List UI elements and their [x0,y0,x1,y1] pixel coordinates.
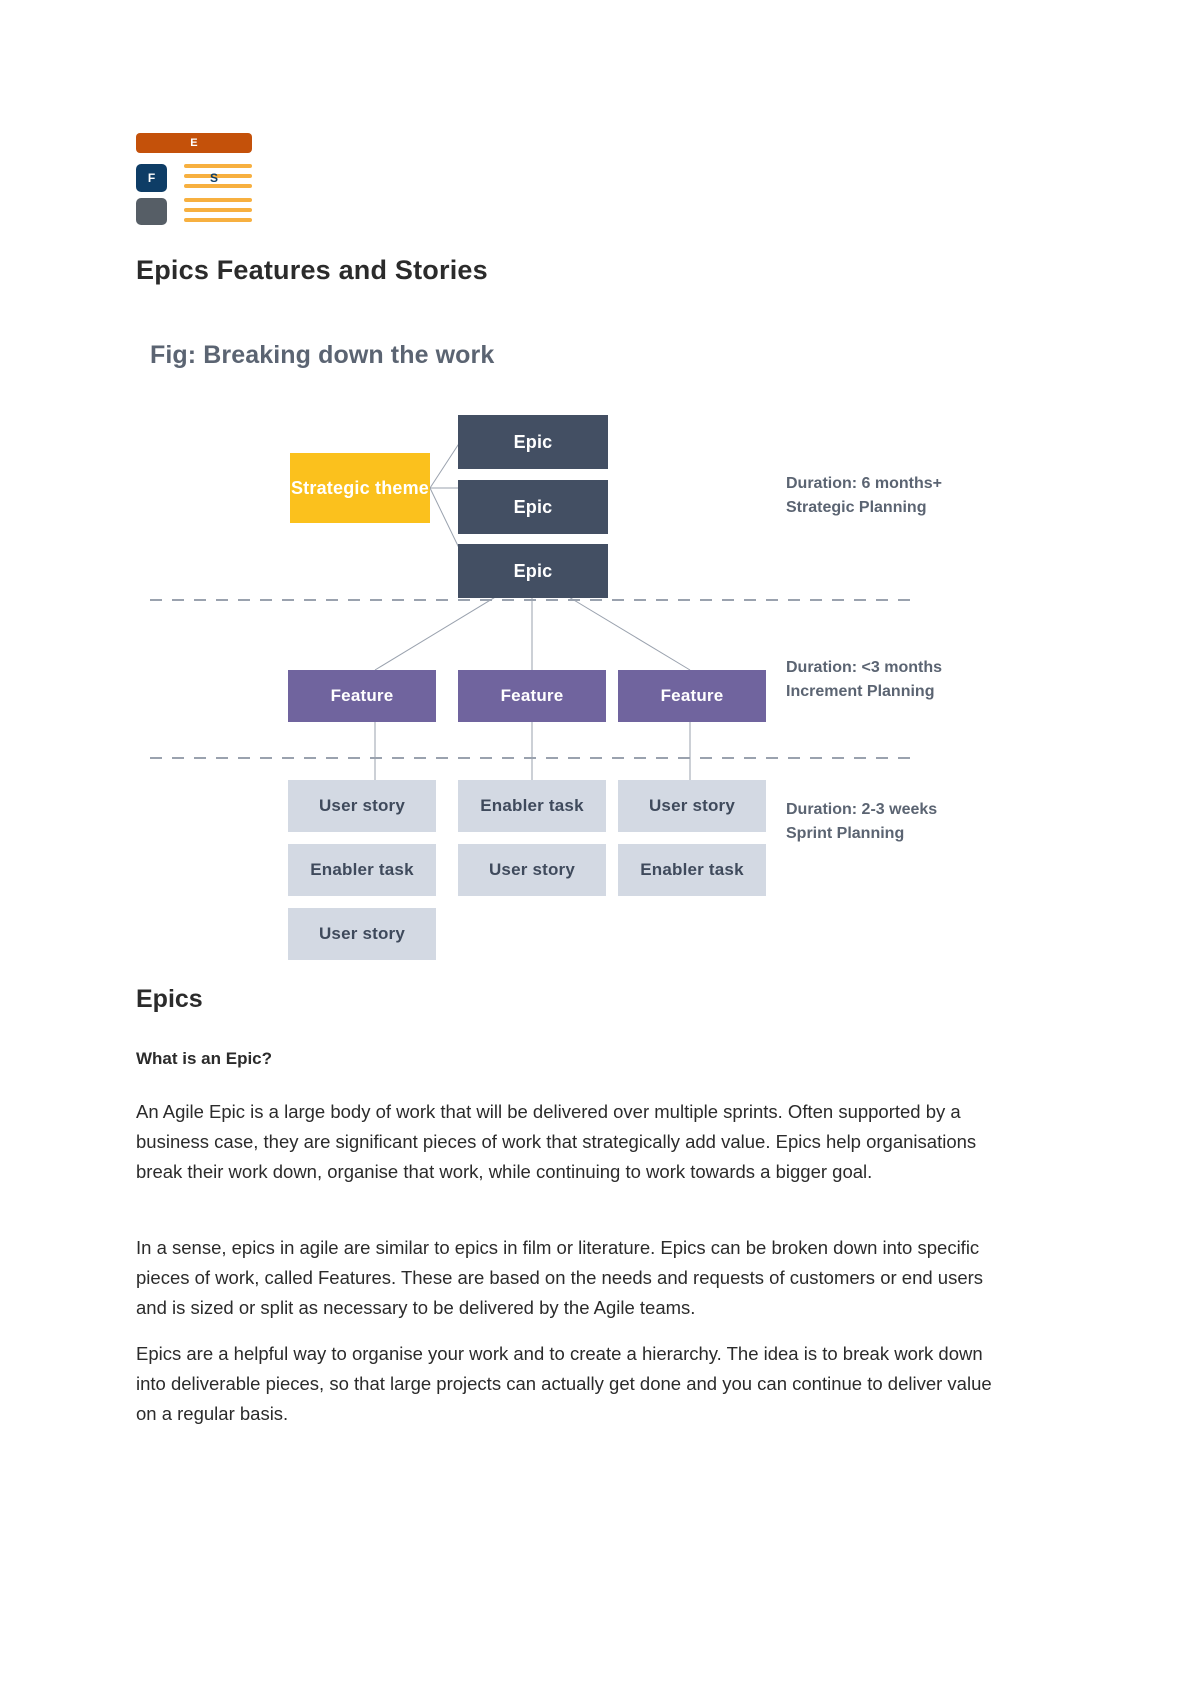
logo-line [184,174,252,178]
figure-caption: Fig: Breaking down the work [150,341,495,369]
duration-strategic: Duration: 6 months+ Strategic Planning [786,475,943,516]
logo-line [184,164,252,168]
node-story-2-2[interactable]: User story [458,844,606,896]
logo-story-letter: S [210,171,219,185]
node-epic-3[interactable]: Epic [458,544,608,598]
paragraph-3: Epics are a helpful way to organise your… [136,1343,992,1424]
node-feature-2[interactable]: Feature [458,670,606,722]
paragraph-2: In a sense, epics in agile are similar t… [136,1237,984,1318]
node-story-3-2[interactable]: Enabler task [618,844,766,896]
node-epic-1[interactable]: Epic [458,415,608,469]
node-story-3-1[interactable]: User story [618,780,766,832]
node-story-1-1[interactable]: User story [288,780,436,832]
logo-line [184,218,252,222]
logo-feature-square: F [136,164,167,192]
subheading-what-is-an-epic: What is an Epic? [136,1049,273,1068]
logo-epic-bar: E [136,133,252,153]
logo: E F S [136,133,252,225]
node-story-2-1[interactable]: Enabler task [458,780,606,832]
logo-line [184,208,252,212]
logo-line [184,184,252,188]
node-story-1-2[interactable]: Enabler task [288,844,436,896]
duration-sprint: Duration: 2-3 weeks Sprint Planning [786,801,938,842]
paragraph-1: An Agile Epic is a large body of work th… [136,1101,977,1182]
duration-increment: Duration: <3 months Increment Planning [786,659,943,700]
logo-line [184,198,252,202]
node-feature-1[interactable]: Feature [288,670,436,722]
node-feature-3[interactable]: Feature [618,670,766,722]
page-title: Epics Features and Stories [136,255,488,285]
node-story-1-3[interactable]: User story [288,908,436,960]
logo-story-lines: S [184,164,252,225]
breaking-down-work-diagram: Strategic theme Epic Epic Epic Feature F… [140,380,1020,960]
logo-grey-square [136,198,167,225]
node-epic-2[interactable]: Epic [458,480,608,534]
node-strategic-theme[interactable]: Strategic theme [290,453,430,523]
section-heading-epics: Epics [136,985,203,1013]
